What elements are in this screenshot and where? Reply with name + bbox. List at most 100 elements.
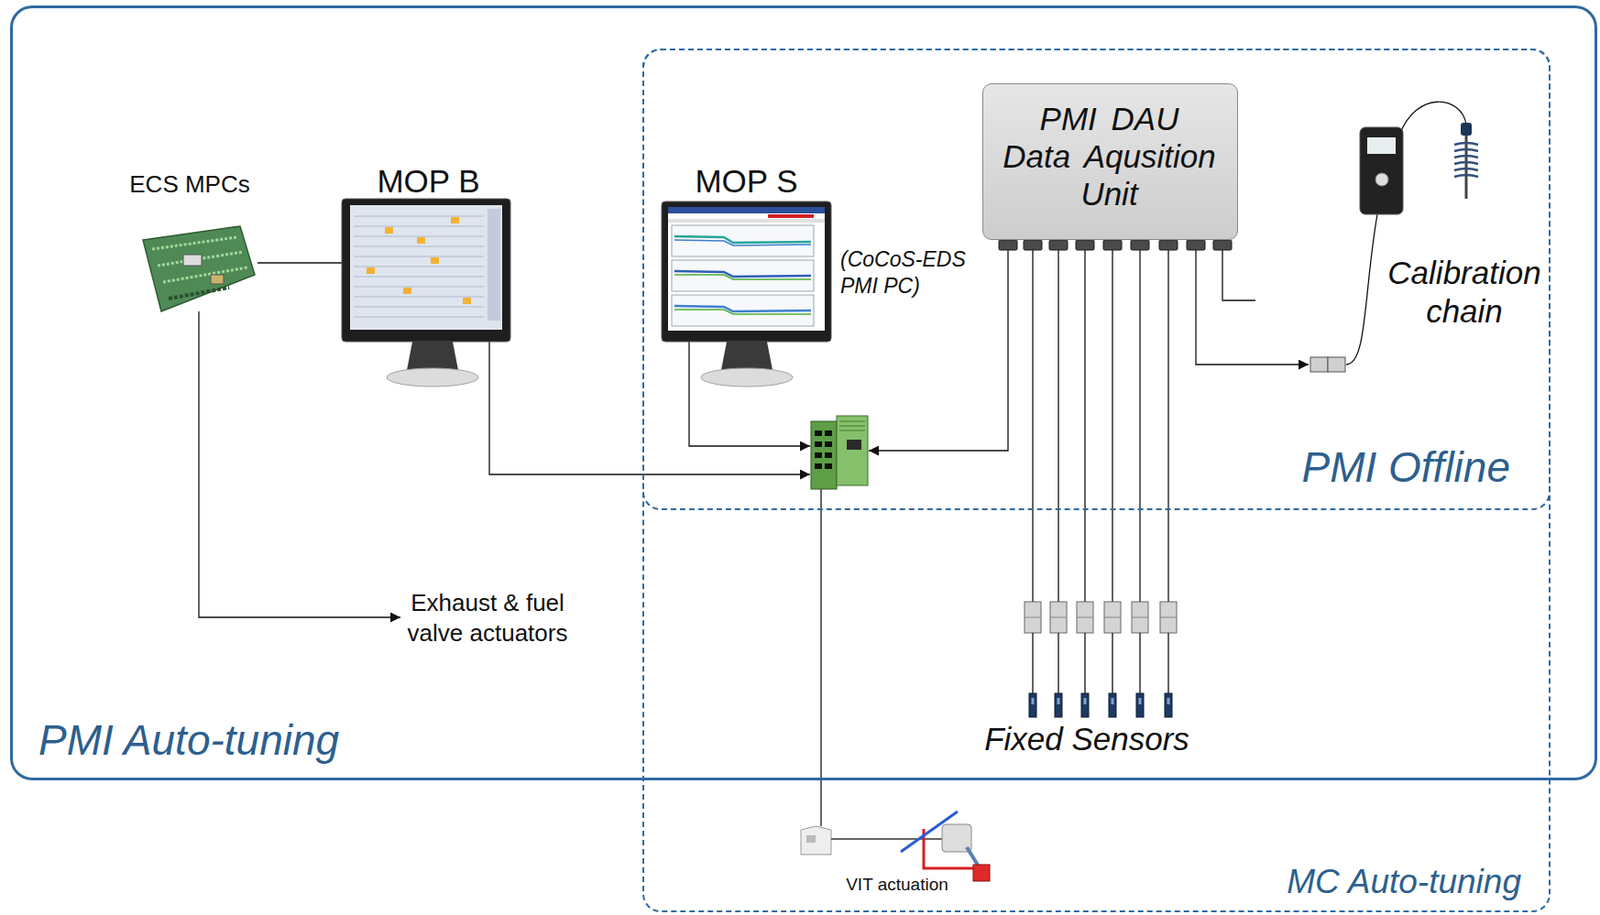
connector <box>1031 240 1033 603</box>
switch-port <box>814 430 822 437</box>
trend-line <box>674 306 811 312</box>
switch-port <box>824 463 833 470</box>
monitor-screen <box>350 205 503 330</box>
network-wire <box>820 489 822 827</box>
operator-panel: MOP S (CoCoS-EDS PMI PC) <box>661 163 978 388</box>
switch-ridge <box>839 421 866 431</box>
device-display <box>1367 137 1396 154</box>
text-slot: Calibration chain <box>1372 253 1557 331</box>
dau-port <box>1130 240 1150 251</box>
switch-port <box>824 430 833 437</box>
monitor-screen <box>668 207 825 331</box>
monitor-base <box>701 368 793 387</box>
acquisition-unit: PMI DAU Data Aqusition Unit <box>982 83 1239 241</box>
sensor-highlight <box>1032 698 1169 705</box>
monitor-bezel <box>661 201 832 342</box>
control-wire <box>831 838 943 840</box>
chip <box>183 254 202 266</box>
connector <box>1139 240 1140 603</box>
text-slot: MC Auto-tuning <box>1286 862 1522 902</box>
screen-cell <box>366 267 375 274</box>
actuator-rod <box>966 847 979 867</box>
terminal-strip <box>152 237 237 250</box>
calibration-cable <box>1399 101 1467 136</box>
terminal-strip <box>163 267 248 283</box>
text-slot: VIT actuation <box>795 875 999 896</box>
connector <box>198 311 401 618</box>
sensor-group: Fixed Sensors <box>979 602 1195 760</box>
screen-cell <box>430 257 439 264</box>
node-label: Calibration chain <box>1372 253 1557 331</box>
monitor-stand <box>406 341 459 371</box>
controller-unit: ECS MPCs <box>124 170 258 312</box>
dau-port <box>1186 240 1206 251</box>
screen-toolbar <box>668 219 825 223</box>
trend-panel <box>671 295 814 327</box>
screen-table <box>353 216 484 318</box>
text-slot: (CoCoS-EDS PMI PC) <box>840 246 978 300</box>
switch-port <box>824 452 833 459</box>
sensor-cable <box>1032 633 1169 694</box>
connector-seam <box>1024 617 1177 619</box>
text-slot: Fixed Sensors <box>979 721 1195 758</box>
screen-panel <box>487 208 501 321</box>
pressure-sensor <box>1164 693 1173 718</box>
sensor-coil <box>1454 142 1479 177</box>
network-wire <box>489 341 811 475</box>
network-switch <box>836 416 868 486</box>
node-label: Fixed Sensors <box>979 721 1195 758</box>
region-box: MOP S (CoCoS-EDS PMI PC) PMI DAU Data Aqus… <box>642 48 1551 511</box>
text-slot: Exhaust & fuel valve actuators <box>400 588 575 649</box>
text-slot: PMI Auto-tuning <box>38 716 340 766</box>
screen-cell <box>462 297 472 305</box>
node-label: PMI Auto-tuning <box>38 716 340 766</box>
connector <box>1195 240 1309 365</box>
node-label: MOP B <box>341 163 516 200</box>
trend-line <box>674 240 811 246</box>
calibration-cable <box>1346 214 1378 365</box>
dau-port <box>1075 240 1095 251</box>
dau-port <box>1103 240 1122 251</box>
operator-panel: MOP B <box>341 163 516 388</box>
pressure-sensor <box>1029 693 1037 718</box>
fuel-pump-rack <box>973 865 990 882</box>
trend-line <box>674 309 811 315</box>
region-box: MOP S (CoCoS-EDS PMI PC) PMI DAU Data Aqus… <box>642 48 1551 913</box>
monitor-base <box>386 368 479 387</box>
cable-connector <box>1310 357 1328 373</box>
dau-port <box>1213 240 1232 251</box>
screen-cell <box>416 237 426 244</box>
screen-cell <box>450 217 460 224</box>
switch-port <box>814 463 822 470</box>
trend-panel <box>671 260 814 292</box>
pressure-sensor <box>1108 693 1117 718</box>
connector <box>1057 240 1059 603</box>
trend-line <box>674 274 811 280</box>
actuator-group: Exhaust & fuel valve actuators <box>400 588 578 652</box>
text-slot: PMI Offline <box>1301 443 1511 493</box>
pressure-sensor <box>1054 693 1063 718</box>
chip <box>210 274 224 285</box>
network-switch <box>810 421 837 490</box>
switch-port <box>814 452 822 459</box>
node-label: PMI DAU Data Aqusition Unit <box>1000 99 1218 213</box>
trend-panel <box>671 225 814 257</box>
switch-port <box>824 441 833 448</box>
node-label: Exhaust & fuel valve actuators <box>400 588 575 649</box>
reference-sensor <box>1465 135 1469 199</box>
node-label: VIT actuation <box>795 875 999 896</box>
connector <box>1084 240 1085 603</box>
pressure-sensor <box>1136 693 1144 718</box>
network-wire <box>689 341 811 447</box>
region-box: ECS MPCs MOP B Exhaust & fuel valve actuat… <box>10 5 1598 781</box>
node-note: (CoCoS-EDS PMI PC) <box>840 246 978 300</box>
dau-port <box>1023 240 1042 251</box>
monitor-bezel <box>341 198 511 342</box>
switch-port <box>846 439 862 450</box>
connector <box>1111 240 1113 603</box>
node-label: MOP S <box>661 163 832 200</box>
circuit-board <box>142 226 255 312</box>
screen-alarm <box>767 214 814 219</box>
calibration-device <box>1359 127 1403 215</box>
spare-wire <box>1222 250 1256 301</box>
